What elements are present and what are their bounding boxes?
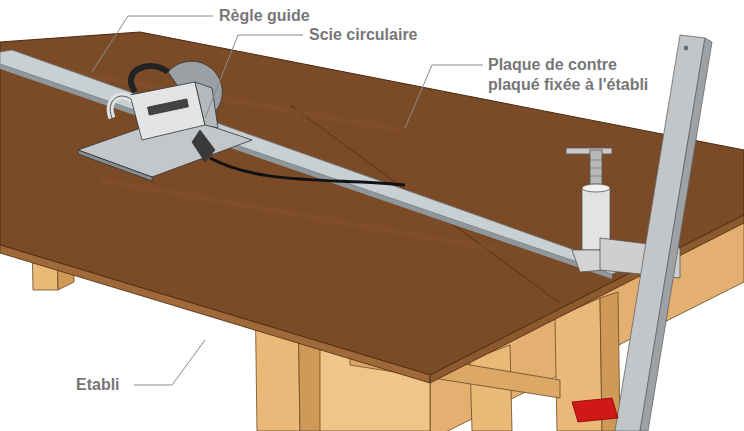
part-label: Etabli [74, 375, 122, 395]
leader-lines [92, 16, 483, 385]
part-label: Règle guide [217, 6, 312, 26]
part-label: Plaque de contre plaqué fixée à l'établi [486, 55, 670, 95]
part-label: Scie circulaire [307, 25, 420, 45]
circular-saw [78, 61, 405, 185]
